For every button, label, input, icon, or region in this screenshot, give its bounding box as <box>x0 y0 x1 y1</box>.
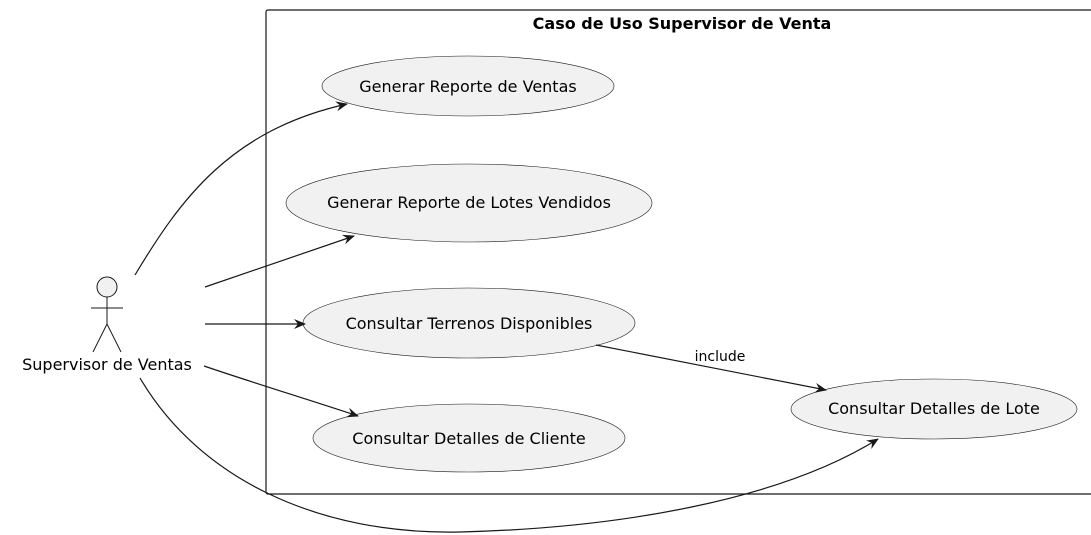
include-label: include <box>695 349 746 365</box>
actor-stick-figure-icon <box>91 276 123 353</box>
use-case-label: Generar Reporte de Lotes Vendidos <box>327 193 611 212</box>
boundary-title: Caso de Uso Supervisor de Venta <box>533 14 832 33</box>
use-case-generar-reporte-lotes[interactable]: Generar Reporte de Lotes Vendidos <box>285 163 653 243</box>
use-case-label: Consultar Detalles de Lote <box>828 399 1040 418</box>
use-case-generar-reporte-ventas[interactable]: Generar Reporte de Ventas <box>321 55 615 117</box>
edge-actor-to-consultar-lote <box>139 377 879 533</box>
use-case-label: Consultar Terrenos Disponibles <box>346 314 593 333</box>
use-case-consultar-cliente[interactable]: Consultar Detalles de Cliente <box>312 403 626 473</box>
actor-supervisor[interactable]: Supervisor de Ventas <box>22 276 192 374</box>
edge-actor-to-consultar-cliente <box>203 365 359 418</box>
actor-label: Supervisor de Ventas <box>22 355 192 374</box>
edge-actor-to-generar-reporte-lotes <box>204 234 355 288</box>
edge-include-terrenos-to-lote <box>595 344 827 393</box>
use-case-consultar-terrenos[interactable]: Consultar Terrenos Disponibles <box>302 287 636 359</box>
use-case-label: Generar Reporte de Ventas <box>359 77 576 96</box>
edge-actor-to-generar-reporte-ventas <box>134 101 348 276</box>
system-boundary <box>265 9 1091 495</box>
use-case-consultar-lote[interactable]: Consultar Detalles de Lote <box>790 378 1078 440</box>
use-case-label: Consultar Detalles de Cliente <box>352 429 585 448</box>
